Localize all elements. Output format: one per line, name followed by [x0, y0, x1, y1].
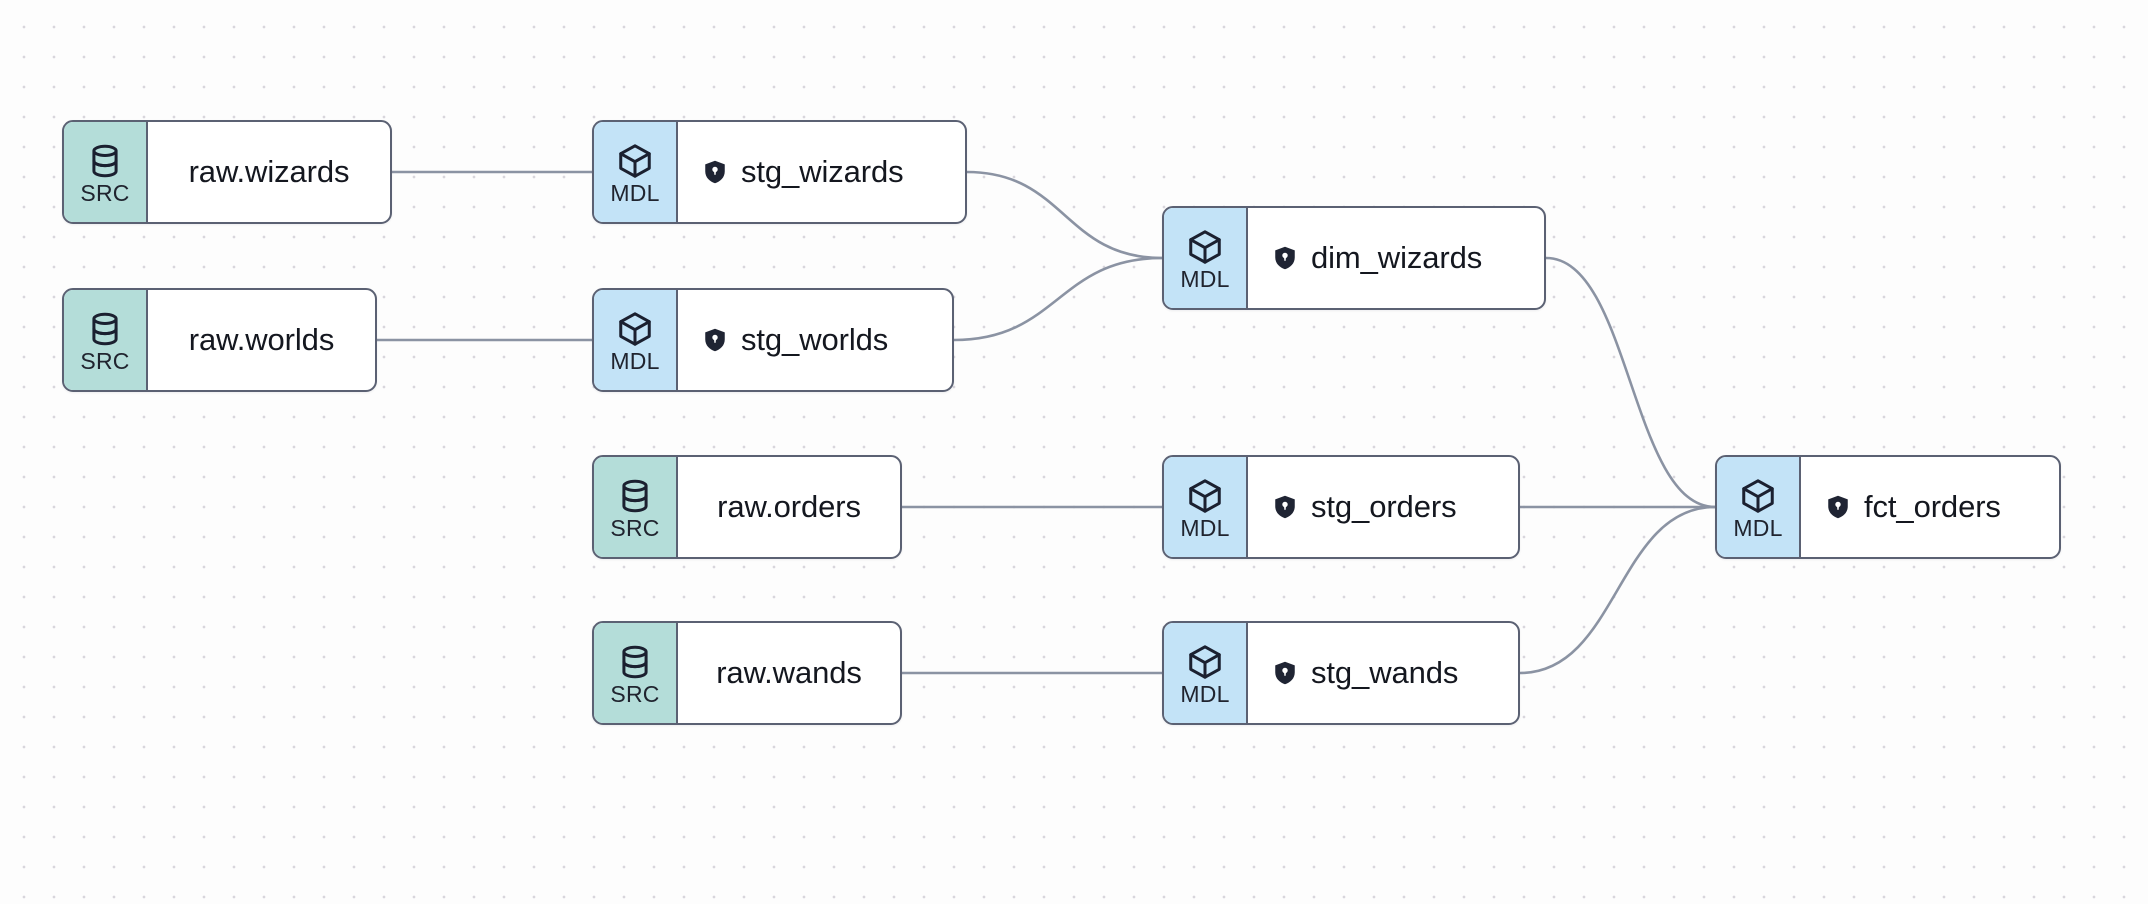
- node-kind-badge: MDL: [594, 122, 678, 222]
- node-kind-label: SRC: [610, 515, 660, 541]
- cube-icon: [616, 142, 654, 180]
- lineage-node-stg-worlds[interactable]: MDL stg_worlds: [592, 288, 954, 392]
- node-kind-badge: SRC: [64, 290, 148, 390]
- node-body: stg_wizards: [678, 122, 965, 222]
- lineage-node-fct-orders[interactable]: MDL fct_orders: [1715, 455, 2061, 559]
- database-icon: [86, 142, 124, 180]
- shield-icon: [702, 159, 728, 185]
- node-kind-badge: MDL: [1164, 623, 1248, 723]
- shield-icon: [1272, 660, 1298, 686]
- cube-icon: [1186, 477, 1224, 515]
- node-kind-badge: SRC: [64, 122, 148, 222]
- node-label: stg_worlds: [741, 322, 889, 357]
- lineage-node-raw-worlds[interactable]: SRC raw.worlds: [62, 288, 377, 392]
- node-kind-badge: SRC: [594, 457, 678, 557]
- node-body: raw.worlds: [148, 290, 375, 390]
- node-body: stg_wands: [1248, 623, 1518, 723]
- node-kind-label: SRC: [610, 681, 660, 707]
- node-label: raw.worlds: [188, 322, 335, 357]
- node-kind-label: MDL: [1180, 681, 1230, 707]
- cube-icon: [1739, 477, 1777, 515]
- node-body: dim_wizards: [1248, 208, 1544, 308]
- node-kind-label: MDL: [1180, 515, 1230, 541]
- cube-icon: [1186, 228, 1224, 266]
- lineage-node-stg-orders[interactable]: MDL stg_orders: [1162, 455, 1520, 559]
- node-body: fct_orders: [1801, 457, 2059, 557]
- node-kind-label: MDL: [610, 180, 660, 206]
- shield-icon: [702, 327, 728, 353]
- shield-icon: [1825, 494, 1851, 520]
- node-kind-label: SRC: [80, 180, 130, 206]
- lineage-edge: [1544, 256, 1717, 509]
- node-label: dim_wizards: [1311, 240, 1483, 275]
- node-body: raw.orders: [678, 457, 900, 557]
- lineage-edge: [1518, 505, 1717, 675]
- node-kind-label: MDL: [1733, 515, 1783, 541]
- node-label: stg_wands: [1311, 655, 1459, 690]
- node-label: raw.orders: [717, 489, 861, 524]
- node-kind-label: MDL: [1180, 266, 1230, 292]
- node-kind-badge: MDL: [1164, 457, 1248, 557]
- node-body: raw.wizards: [148, 122, 390, 222]
- database-icon: [86, 310, 124, 348]
- cube-icon: [1186, 643, 1224, 681]
- node-body: stg_worlds: [678, 290, 952, 390]
- node-body: stg_orders: [1248, 457, 1518, 557]
- node-kind-badge: MDL: [1164, 208, 1248, 308]
- node-kind-badge: MDL: [594, 290, 678, 390]
- shield-icon: [1272, 494, 1298, 520]
- lineage-node-stg-wizards[interactable]: MDL stg_wizards: [592, 120, 967, 224]
- node-label: stg_orders: [1311, 489, 1457, 524]
- lineage-node-raw-orders[interactable]: SRC raw.orders: [592, 455, 902, 559]
- node-label: fct_orders: [1864, 489, 2001, 524]
- node-label: stg_wizards: [741, 154, 904, 189]
- shield-icon: [1272, 245, 1298, 271]
- lineage-node-raw-wizards[interactable]: SRC raw.wizards: [62, 120, 392, 224]
- node-body: raw.wands: [678, 623, 900, 723]
- lineage-edge: [965, 170, 1164, 260]
- cube-icon: [616, 310, 654, 348]
- database-icon: [616, 477, 654, 515]
- node-label: raw.wizards: [188, 154, 350, 189]
- lineage-node-raw-wands[interactable]: SRC raw.wands: [592, 621, 902, 725]
- database-icon: [616, 643, 654, 681]
- node-kind-badge: SRC: [594, 623, 678, 723]
- node-kind-label: MDL: [610, 348, 660, 374]
- node-label: raw.wands: [716, 655, 862, 690]
- lineage-node-dim-wizards[interactable]: MDL dim_wizards: [1162, 206, 1546, 310]
- node-kind-label: SRC: [80, 348, 130, 374]
- node-kind-badge: MDL: [1717, 457, 1801, 557]
- lineage-edge: [952, 256, 1164, 342]
- lineage-node-stg-wands[interactable]: MDL stg_wands: [1162, 621, 1520, 725]
